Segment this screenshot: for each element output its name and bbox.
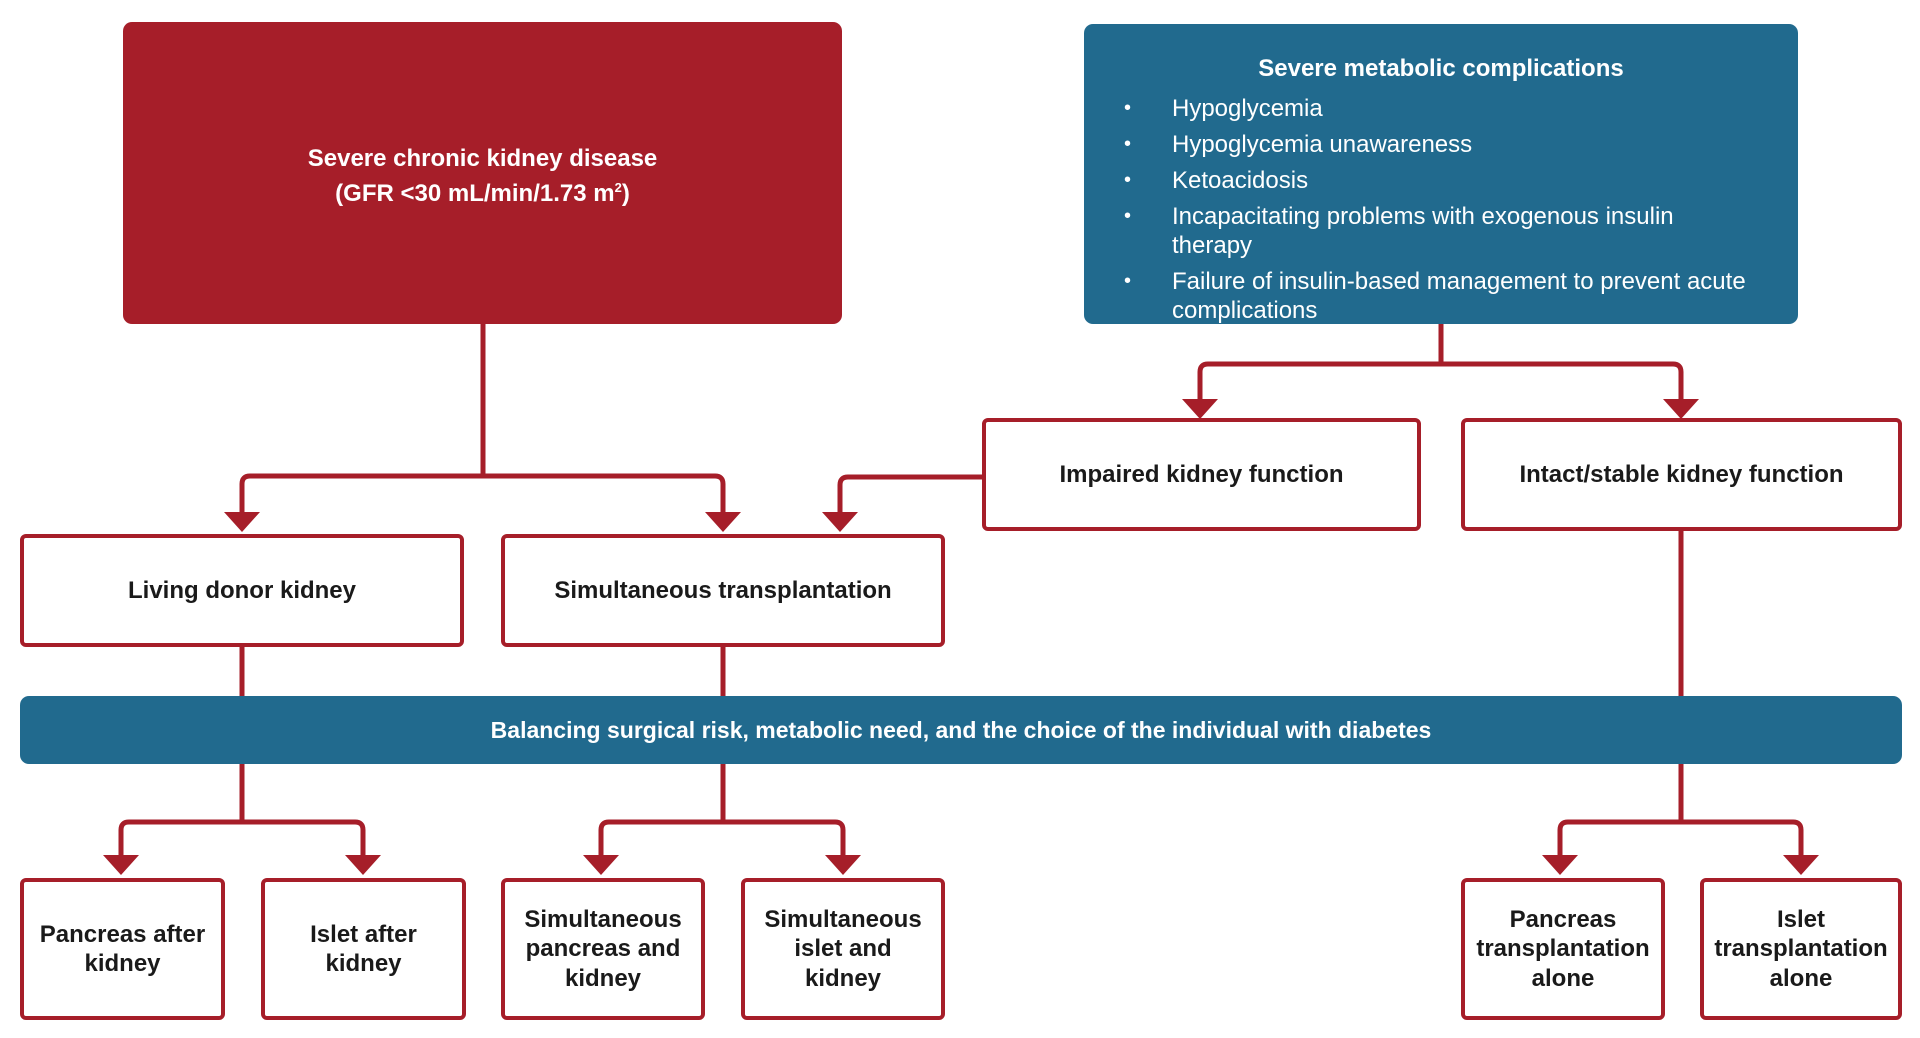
metabolic-item: • Incapacitating problems with exogenous … (1124, 202, 1758, 260)
metabolic-item-text: Ketoacidosis (1172, 167, 1309, 195)
arrowhead (583, 855, 619, 875)
arrowhead (345, 855, 381, 875)
metabolic-item: • Hypoglycemia unawareness (1124, 130, 1758, 159)
arrowhead (1182, 399, 1218, 419)
ckd-criterion-close: ) (621, 180, 630, 208)
impaired-kidney-box: Impaired kidney function (982, 418, 1421, 531)
connector-metabolic (1197, 324, 1444, 399)
arrowhead (224, 512, 260, 532)
bullet-icon: • (1124, 270, 1132, 293)
connector-ckd (239, 324, 486, 512)
simultaneous-box: Simultaneous transplantation (501, 534, 945, 647)
simultaneous-label: Simultaneous transplantation (554, 576, 892, 604)
connector-bar-group3 (1557, 764, 1804, 855)
intact-kidney-box: Intact/stable kidney function (1461, 418, 1902, 531)
metabolic-box: Severe metabolic complications • Hypoglyc… (1084, 24, 1798, 324)
outcome-sim-pancreas-kidney: Simultaneous pancreas and kidney (501, 878, 705, 1020)
metabolic-list: •Hypoglycemia •Hypoglycemia unawareness … (1124, 87, 1758, 326)
ckd-title: Severe chronic kidney disease (307, 145, 658, 172)
metabolic-item-text: Failure of insulin-based management to p… (1172, 268, 1746, 325)
arrowhead (1542, 855, 1578, 875)
metabolic-item-text: Hypoglycemia (1172, 95, 1323, 123)
outcome-islet-alone: Islet transplantation alone (1700, 878, 1902, 1020)
metabolic-title: Severe metabolic complications (1258, 55, 1624, 82)
outcome-sim-islet-kidney: Simultaneous islet and kidney (741, 878, 945, 1020)
connector-metabolic-right (1441, 361, 1684, 399)
outcome-label: Simultaneous pancreas and kidney (524, 906, 682, 992)
arrowhead (822, 512, 858, 532)
balance-bar: Balancing surgical risk, metabolic need,… (20, 696, 1902, 764)
intact-kidney-label: Intact/stable kidney function (1519, 460, 1844, 488)
metabolic-item: • Ketoacidosis (1124, 166, 1758, 195)
bullet-icon: • (1124, 133, 1132, 156)
connector-impaired (837, 474, 982, 512)
outcome-label: Islet after kidney (310, 920, 417, 977)
arrowhead (1783, 855, 1819, 875)
outcome-label: Islet transplantation alone (1714, 906, 1888, 992)
connector-bar-group2 (598, 764, 846, 855)
metabolic-item: • Failure of insulin-based management to … (1124, 267, 1758, 325)
connector-ckd-right (483, 473, 726, 512)
ckd-criterion-text: (GFR <30 mL/min/1.73 m (335, 180, 615, 208)
metabolic-item-text: Incapacitating problems with exogenous i… (1172, 203, 1674, 260)
arrowhead (1663, 399, 1699, 419)
bullet-icon: • (1124, 205, 1132, 228)
impaired-kidney-label: Impaired kidney function (1059, 460, 1344, 488)
ckd-criterion-sup: 2 (614, 180, 622, 196)
ckd-criterion: (GFR <30 mL/min/1.73 m2) (335, 179, 630, 208)
arrowhead (705, 512, 741, 532)
bullet-icon: • (1124, 97, 1132, 120)
outcome-pancreas-after-kidney: Pancreas after kidney (20, 878, 225, 1020)
arrowhead (825, 855, 861, 875)
connector-bar-group1 (118, 764, 366, 855)
outcome-pancreas-alone: Pancreas transplantation alone (1461, 878, 1665, 1020)
living-donor-box: Living donor kidney (20, 534, 464, 647)
arrowheads (103, 399, 1819, 875)
ckd-box: Severe chronic kidney disease (GFR <30 m… (123, 22, 842, 324)
outcome-label: Pancreas after kidney (39, 920, 206, 977)
outcome-islet-after-kidney: Islet after kidney (261, 878, 466, 1020)
balance-bar-label: Balancing surgical risk, metabolic need,… (490, 716, 1432, 743)
living-donor-label: Living donor kidney (127, 576, 356, 604)
metabolic-item: • Hypoglycemia (1124, 94, 1758, 123)
outcome-label: Simultaneous islet and kidney (764, 906, 922, 992)
arrowhead (103, 855, 139, 875)
bullet-icon: • (1124, 169, 1132, 192)
metabolic-item-text: Hypoglycemia unawareness (1172, 131, 1473, 159)
outcome-label: Pancreas transplantation alone (1476, 906, 1650, 992)
